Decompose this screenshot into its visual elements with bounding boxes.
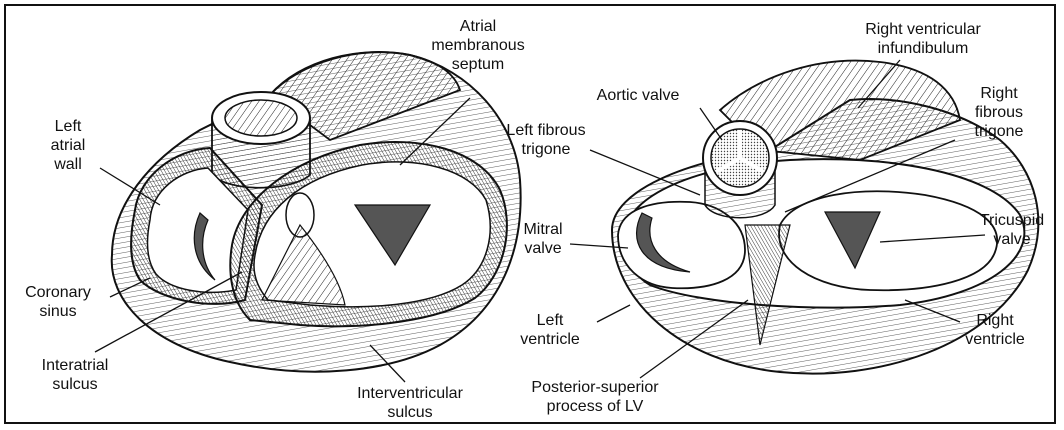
left-heart-figure (112, 52, 521, 372)
label-left-atrial-wall: Left atrial wall (38, 117, 98, 174)
label-interventricular-sulcus: Interventricular sulcus (345, 384, 475, 422)
label-left-fibrous-trigone: Left fibrous trigone (496, 121, 596, 159)
label-rv-infundibulum: Right ventricular infundibulum (848, 20, 998, 58)
leader-left-ventricle (597, 305, 630, 322)
label-aortic-valve: Aortic valve (578, 86, 698, 105)
label-right-ventricle: Right ventricle (950, 311, 1040, 349)
label-tricuspid-valve: Tricuspid valve (977, 211, 1047, 249)
label-posterior-superior-process: Posterior-superior process of LV (520, 378, 670, 416)
label-atrial-membranous-septum: Atrial membranous septum (418, 17, 538, 74)
left-heart-aorta-lumen (225, 100, 297, 136)
label-mitral-valve: Mitral valve (514, 220, 572, 258)
label-interatrial-sulcus: Interatrial sulcus (25, 356, 125, 394)
label-right-fibrous-trigone: Right fibrous trigone (964, 84, 1034, 141)
tricuspid-orifice (779, 191, 997, 290)
label-left-ventricle: Left ventricle (510, 311, 590, 349)
label-coronary-sinus: Coronary sinus (10, 283, 106, 321)
